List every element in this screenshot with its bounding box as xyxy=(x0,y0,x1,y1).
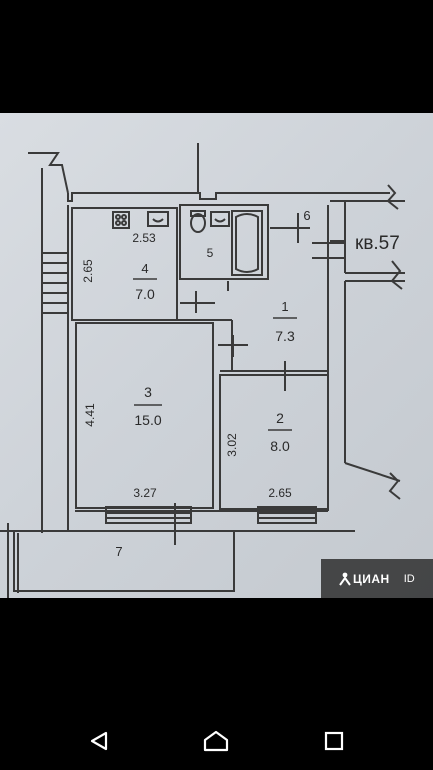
room-2-outline xyxy=(219,374,329,510)
dim-2-53: 2.53 xyxy=(132,231,156,245)
bathroom-sink-icon xyxy=(210,211,230,227)
room-5-label: 5 xyxy=(207,246,214,260)
bathtub-icon xyxy=(235,213,259,273)
cian-person-icon xyxy=(339,572,351,586)
floor-plan-photo[interactable]: 6 кв.57 2.53 5 2.65 4 7.0 1 7.3 3 15.0 4… xyxy=(0,113,433,598)
dim-4-41: 4.41 xyxy=(83,403,97,427)
cian-logo: ЦИАН xyxy=(339,572,390,586)
balcony-outline xyxy=(13,530,235,592)
room-4-area: 7.0 xyxy=(135,286,155,302)
back-button[interactable] xyxy=(81,723,117,759)
stairs-left xyxy=(41,252,69,314)
dim-3-27: 3.27 xyxy=(133,486,157,500)
cian-brand-text: ЦИАН xyxy=(353,571,390,586)
dim-2-65-bottom: 2.65 xyxy=(268,486,292,500)
room-1-area: 7.3 xyxy=(275,328,295,344)
cian-watermark: ЦИАН ID xyxy=(321,559,433,598)
home-icon xyxy=(204,730,229,752)
room-7-label: 7 xyxy=(115,544,122,559)
labels: 6 кв.57 2.53 5 2.65 4 7.0 1 7.3 3 15.0 4… xyxy=(81,208,400,559)
back-icon xyxy=(90,731,107,751)
toilet-icon xyxy=(190,210,206,233)
room-4-number: 4 xyxy=(141,261,148,276)
room-5-outline xyxy=(179,204,269,280)
dim-2-65-left: 2.65 xyxy=(81,259,95,283)
room-1-number: 1 xyxy=(281,299,288,314)
cian-id-label: ID xyxy=(403,572,415,585)
kitchen-sink-icon xyxy=(147,211,169,227)
home-button[interactable] xyxy=(198,723,234,759)
room-3-number: 3 xyxy=(144,384,152,400)
bath-outline xyxy=(231,210,263,276)
window-room-3 xyxy=(105,506,192,524)
outer-wall-top xyxy=(67,192,390,202)
right-lower-wall xyxy=(344,462,401,482)
recents-button[interactable] xyxy=(316,723,352,759)
dim-3-02: 3.02 xyxy=(225,433,239,457)
stove-icon xyxy=(112,211,130,229)
window-room-2 xyxy=(257,506,317,524)
room-2-area: 8.0 xyxy=(270,438,290,454)
apartment-number-label: кв.57 xyxy=(355,233,400,254)
android-nav-bar xyxy=(0,712,433,770)
room-6-label: 6 xyxy=(303,208,310,223)
room-2-number: 2 xyxy=(276,410,284,426)
recents-icon xyxy=(325,731,344,751)
floor-plan: 6 кв.57 2.53 5 2.65 4 7.0 1 7.3 3 15.0 4… xyxy=(0,143,405,598)
room-3-area: 15.0 xyxy=(134,412,161,428)
outer-wall-left xyxy=(28,152,69,194)
